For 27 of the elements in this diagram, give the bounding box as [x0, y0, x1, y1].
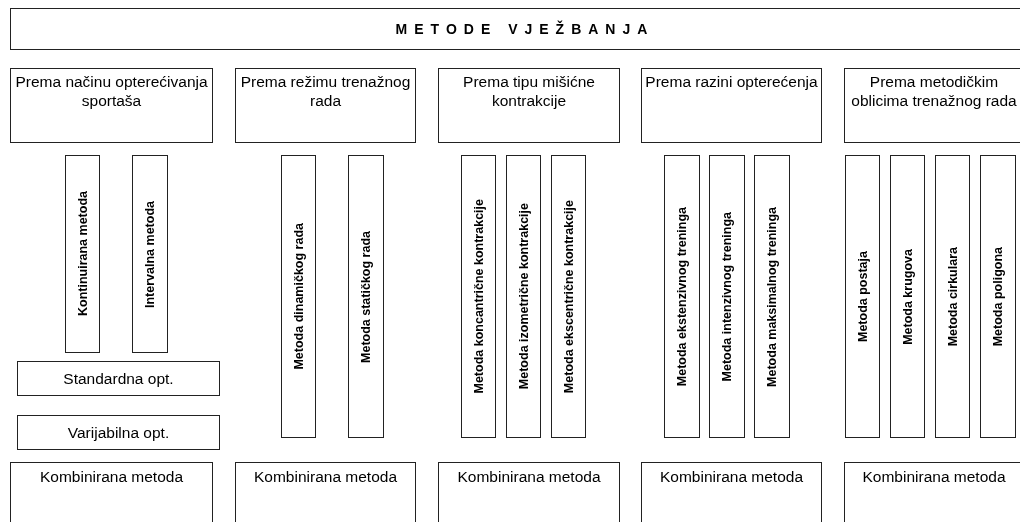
method-box: Metoda cirkulara: [935, 155, 970, 438]
category-box: Prema razini opterećenja: [641, 68, 822, 143]
category-box: Prema režimu trenažnog rada: [235, 68, 416, 143]
method-box: Metoda koncantrične kontrakcije: [461, 155, 496, 438]
method-box: Metoda maksimalnog treninga: [754, 155, 790, 438]
option-box: Standardna opt.: [17, 361, 220, 396]
category-box: Prema metodičkim oblicima trenažnog rada: [844, 68, 1020, 143]
method-box: Metoda postaja: [845, 155, 880, 438]
category-box: Prema tipu mišićne kontrakcije: [438, 68, 620, 143]
method-box: Kombinirana metoda: [641, 462, 822, 522]
method-box: Kombinirana metoda: [10, 462, 213, 522]
method-box: Kombinirana metoda: [438, 462, 620, 522]
method-box: Intervalna metoda: [132, 155, 168, 353]
method-box: Metoda izometrične kontrakcije: [506, 155, 541, 438]
method-box: Metoda dinamičkog rada: [281, 155, 316, 438]
method-box: Metoda intenzivnog treninga: [709, 155, 745, 438]
method-box: Metoda krugova: [890, 155, 925, 438]
method-box: Metoda ekscentrične kontrakcije: [551, 155, 586, 438]
method-box: Metoda poligona: [980, 155, 1016, 438]
title-box: METODE VJEŽBANJA: [10, 8, 1020, 50]
method-box: Metoda ekstenzivnog treninga: [664, 155, 700, 438]
category-box: Prema načinu opterećivanja sportaša: [10, 68, 213, 143]
option-box: Varijabilna opt.: [17, 415, 220, 450]
method-box: Kombinirana metoda: [844, 462, 1020, 522]
method-box: Metoda statičkog rada: [348, 155, 384, 438]
method-box: Kombinirana metoda: [235, 462, 416, 522]
method-box: Kontinuirana metoda: [65, 155, 100, 353]
